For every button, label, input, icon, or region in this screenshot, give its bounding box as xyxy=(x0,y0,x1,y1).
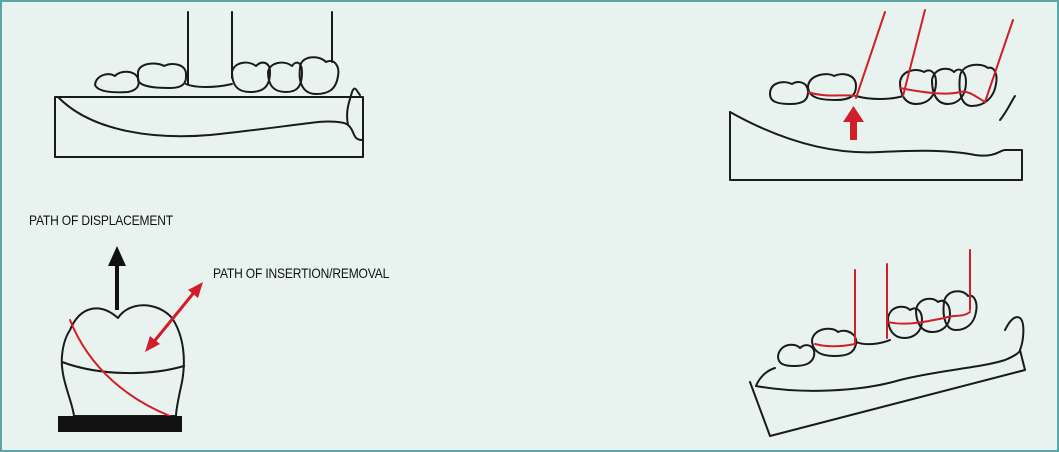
arrow-up-icon xyxy=(108,246,126,310)
ridge-outline-tilted-2 xyxy=(756,350,1020,391)
red-survey-line-2 xyxy=(903,10,925,96)
red-survey-line-1 xyxy=(856,12,885,98)
ridge-start-tilted-2 xyxy=(756,368,775,386)
ridge-end-tilted xyxy=(1000,96,1015,120)
path-of-displacement-label: PATH OF DISPLACEMENT xyxy=(29,212,173,228)
tooth-premolar-2c xyxy=(812,329,856,356)
tooth-premolar-1c xyxy=(778,345,814,366)
crown-margin-line xyxy=(62,362,184,373)
red-height-contour-2 xyxy=(900,88,985,102)
base-block xyxy=(58,416,182,432)
cast-vertical-path xyxy=(55,12,363,157)
tooth-premolar-1b xyxy=(770,82,808,104)
edentulous-span-b xyxy=(856,96,903,99)
cast-base-tilted xyxy=(730,112,1022,180)
cast-tilted-2 xyxy=(750,250,1025,436)
red-height-contour-1 xyxy=(808,92,856,96)
edentulous-span xyxy=(186,84,232,87)
crown-illustration xyxy=(58,246,203,432)
edentulous-span-c xyxy=(856,340,890,344)
tooth-molar-2 xyxy=(268,63,302,92)
red-arrow-up-icon xyxy=(843,106,864,140)
cast-base-tilted-2 xyxy=(750,350,1025,436)
double-arrow-icon xyxy=(145,282,203,352)
ridge-end xyxy=(347,89,360,125)
tooth-molar-1 xyxy=(232,63,270,92)
crown-outline xyxy=(62,305,184,416)
ridge-end-tilted-2 xyxy=(1005,317,1023,350)
red-height-contour-4 xyxy=(888,312,970,324)
ridge-outline-tilted xyxy=(730,112,1005,156)
cast-base xyxy=(55,97,363,157)
red-height-contour-3 xyxy=(815,344,855,346)
red-survey-line-3 xyxy=(985,20,1013,102)
tooth-premolar-1 xyxy=(95,72,139,93)
tooth-premolar-2 xyxy=(138,64,186,88)
ridge-outline xyxy=(58,97,362,140)
cast-tilted-path xyxy=(730,10,1022,180)
path-of-insertion-removal-label: PATH OF INSERTION/REMOVAL xyxy=(213,265,389,281)
